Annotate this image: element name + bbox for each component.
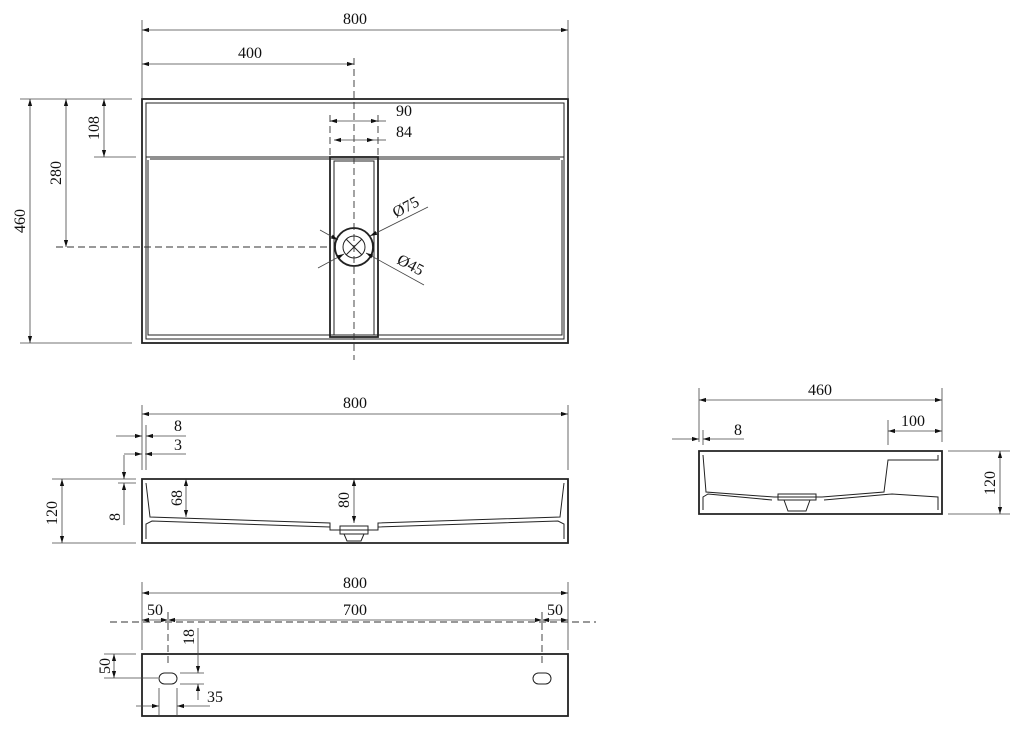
back-outline: [141, 653, 569, 717]
dim-channel-inner: 84: [396, 124, 412, 141]
dim-front-depth-center: 80: [336, 492, 353, 508]
dim-back-hole-spacing: 700: [343, 602, 367, 619]
dim-back-hole-height: 18: [181, 629, 198, 645]
front-bowl-profile: [145, 482, 565, 531]
dim-back-width: 800: [343, 575, 367, 592]
side-bowl-profile: [702, 454, 939, 498]
dim-back-hole-elevation: 50: [97, 658, 114, 674]
dim-front-wall-offset: 3: [174, 437, 182, 454]
dim-drain-depth: 280: [48, 161, 65, 185]
front-outline: [141, 478, 569, 544]
dim-ledge-depth: 108: [86, 116, 103, 140]
dim-front-base: 8: [107, 513, 124, 521]
back-view: 800 50 700 50 18 50 35: [97, 575, 596, 717]
basin-rim: [145, 102, 565, 340]
dim-drain-inner-diameter: Ø45: [394, 252, 426, 280]
side-outline: [698, 450, 943, 515]
dim-drain-outer-diameter: Ø75: [390, 194, 422, 222]
dim-depth-overall: 460: [12, 209, 29, 233]
dim-channel-outer: 90: [396, 103, 412, 120]
dim-back-hole-width: 35: [207, 689, 223, 706]
mounting-hole-right: [532, 672, 552, 685]
dim-side-rim-offset: 8: [734, 422, 742, 439]
dim-back-hole-left: 50: [147, 602, 163, 619]
dim-front-rim-offset: 8: [174, 418, 182, 435]
top-view: 800 400 90 84 460 280 108 Ø75: [12, 11, 569, 360]
dim-side-depth: 460: [808, 382, 832, 399]
dim-front-width: 800: [343, 395, 367, 412]
mounting-hole-left: [158, 672, 178, 685]
dim-side-height: 120: [982, 471, 999, 495]
side-section: 460 8 100 120: [672, 382, 1010, 515]
dim-back-hole-right: 50: [547, 602, 563, 619]
dim-side-ledge: 100: [901, 413, 925, 430]
dim-front-depth-edge: 68: [169, 490, 186, 506]
basin-outline: [141, 98, 569, 344]
dim-width-half: 400: [238, 45, 262, 62]
dim-front-height: 120: [44, 501, 61, 525]
front-section: 800 8 3 120 8 68 80: [44, 395, 569, 544]
dim-width-overall: 800: [343, 11, 367, 28]
